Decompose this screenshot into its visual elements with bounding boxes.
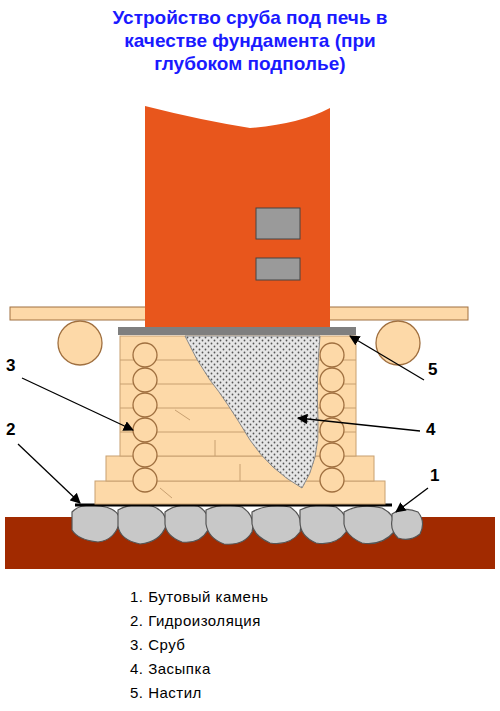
floor-joist (376, 321, 420, 365)
log-crib (95, 336, 385, 504)
legend-item: 5. Настил (130, 684, 202, 701)
callout-number: 4 (426, 420, 435, 440)
legend-item: 2. Гидроизоляция (130, 612, 261, 629)
callout-number: 2 (6, 420, 15, 440)
callout-number: 3 (6, 356, 15, 376)
stove (145, 106, 330, 327)
callout-number: 1 (430, 466, 439, 486)
stove-door (256, 258, 300, 280)
stove-door (256, 208, 300, 239)
backfill (185, 336, 320, 488)
rubble-stone (72, 505, 423, 545)
title: Устройство сруба под печь в качестве фун… (102, 6, 398, 75)
callout-number: 5 (428, 360, 437, 380)
legend-item: 1. Бутовый камень (130, 588, 269, 605)
floor-joist (58, 321, 102, 365)
leader-arrow (18, 336, 428, 512)
legend-item: 3. Сруб (130, 636, 185, 653)
legend-item: 4. Засыпка (130, 660, 211, 677)
deck (118, 327, 356, 335)
